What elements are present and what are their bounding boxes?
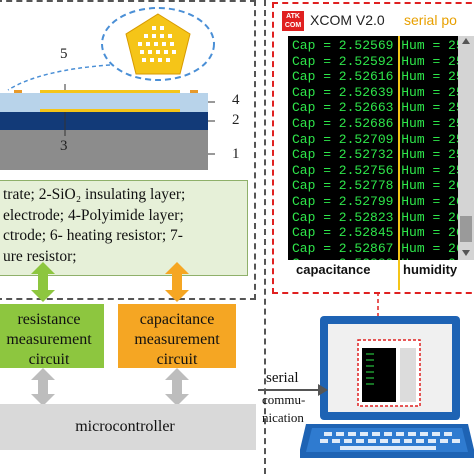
scroll-thumb[interactable]	[460, 216, 472, 242]
arrow-resistance	[31, 262, 55, 302]
microcontroller-box: microcontroller	[0, 404, 256, 450]
cap-value: Cap = 2.52845	[292, 225, 394, 241]
cap-value: Cap = 2.52867	[292, 240, 394, 256]
xcom-data-row: Cap = 2.52867 Hum = 26.1	[292, 241, 474, 257]
hum-value: Hum = 26.0	[401, 193, 474, 209]
capacitance-circuit-box: capacitance measurement circuit	[118, 304, 236, 368]
hum-value: Hum = 26.1	[401, 256, 474, 260]
resistance-line-2: measurement	[6, 331, 92, 348]
xcom-data-row: Cap = 2.52616 Hum = 25.7	[292, 69, 474, 85]
legend-line-4: ure resistor;	[3, 247, 77, 265]
xcom-data-row: Cap = 2.52732 Hum = 25.9	[292, 147, 474, 163]
scroll-down-arrow-icon[interactable]	[462, 250, 470, 256]
cap-value: Cap = 2.52709	[292, 131, 394, 147]
legend-line-2: electrode; 4-Polyimide layer;	[3, 206, 184, 224]
xcom-data-row: Cap = 2.52592 Hum = 25.7	[292, 54, 474, 70]
xcom-scrollbar[interactable]	[458, 36, 474, 260]
xcom-data-row: Cap = 2.52639 Hum = 25.7	[292, 85, 474, 101]
cap-value: Cap = 2.52639	[292, 84, 394, 100]
resistance-line-3: circuit	[28, 351, 70, 368]
layer-legend: trate; 2-SiO₂ insulating layer; electrod…	[0, 180, 248, 276]
arrow-capacitance	[165, 262, 189, 302]
xcom-logo: ATK COM	[282, 11, 304, 31]
xcom-title: XCOM V2.0	[310, 12, 385, 28]
serial-port-tab[interactable]: serial po	[404, 12, 457, 28]
cap-value: Cap = 2.52592	[292, 53, 394, 69]
communication-label-1: commu-	[262, 392, 306, 407]
cap-value: Cap = 2.52823	[292, 209, 394, 225]
serial-arrow	[258, 384, 328, 396]
scroll-up-arrow-icon[interactable]	[462, 38, 470, 44]
hum-value: Hum = 25.7	[401, 38, 474, 53]
xcom-data-row: Cap = 2.52845 Hum = 26.1	[292, 225, 474, 241]
sensor-panel	[0, 0, 256, 300]
layer-label-5: 5	[60, 46, 68, 62]
hum-value: Hum = 26.1	[401, 225, 474, 241]
hum-value: Hum = 25.8	[401, 131, 474, 147]
cap-value: Cap = 2.52889	[292, 256, 393, 260]
legend-line-1: trate; 2-SiO₂ insulating layer;	[3, 186, 186, 203]
capacitance-line-1: capacitance	[139, 311, 215, 328]
hum-value: Hum = 25.7	[401, 69, 474, 85]
xcom-data-row: Cap = 2.52686 Hum = 25.8	[292, 116, 474, 132]
resistance-line-1: resistance	[17, 311, 81, 328]
cap-hum-divider	[398, 36, 400, 290]
cap-value: Cap = 2.52616	[292, 69, 394, 85]
microcontroller-label: microcontroller	[75, 418, 175, 435]
xcom-titlebar: ATK COM XCOM V2.0 serial po	[278, 8, 474, 34]
xcom-data-row: Cap = 2.52569 Hum = 25.7	[292, 38, 474, 54]
humidity-caption: humidity	[403, 262, 458, 277]
hum-value: Hum = 25.7	[401, 53, 474, 69]
xcom-data-row: Cap = 2.52778 Hum = 26.0	[292, 178, 474, 194]
xcom-data-row: Cap = 2.52756 Hum = 25.9	[292, 163, 474, 179]
cap-value: Cap = 2.52756	[292, 162, 394, 178]
layer-label-4: 4	[232, 92, 240, 108]
legend-line-3: ctrode; 6- heating resistor; 7-	[3, 227, 183, 244]
cap-value: Cap = 2.52686	[292, 115, 394, 131]
cap-value: Cap = 2.52663	[292, 100, 394, 116]
cap-value: Cap = 2.52569	[292, 38, 394, 53]
layer-label-2: 2	[232, 112, 240, 128]
hum-value: Hum = 25.7	[401, 84, 474, 100]
xcom-data-row: Cap = 2.52799 Hum = 26.0	[292, 194, 474, 210]
hum-value: Hum = 25.9	[401, 147, 474, 163]
cap-value: Cap = 2.52799	[292, 193, 394, 209]
right-outer-frame	[264, 0, 474, 474]
xcom-data-row: Cap = 2.52709 Hum = 25.8	[292, 132, 474, 148]
xcom-data-row: Cap = 2.52889 Hum = 26.1	[292, 256, 474, 260]
hum-value: Hum = 26.0	[401, 209, 474, 225]
cap-value: Cap = 2.52732	[292, 147, 394, 163]
xcom-highlight-frame	[272, 2, 474, 294]
capacitance-line-3: circuit	[156, 351, 198, 368]
hum-value: Hum = 25.7	[401, 100, 474, 116]
capacitance-line-2: measurement	[134, 331, 220, 348]
capacitance-caption: capacitance	[296, 262, 371, 277]
layer-label-3: 3	[60, 138, 68, 154]
serial-label: serial	[266, 370, 299, 386]
xcom-data-row: Cap = 2.52663 Hum = 25.7	[292, 100, 474, 116]
sensor-top-view	[101, 7, 215, 81]
zoom-pointer	[7, 64, 111, 91]
cap-value: Cap = 2.52778	[292, 178, 394, 194]
xcom-data-row: Cap = 2.52823 Hum = 26.0	[292, 210, 474, 226]
resistance-circuit-box: resistance measurement circuit	[0, 304, 104, 368]
hum-value: Hum = 25.8	[401, 115, 474, 131]
laptop-icon	[300, 316, 474, 458]
hum-value: Hum = 26.0	[401, 178, 474, 194]
communication-label-2: nication	[262, 410, 304, 425]
arrows-to-mcu	[31, 368, 189, 406]
layer-stack	[0, 84, 215, 170]
hum-value: Hum = 26.1	[401, 240, 474, 256]
hum-value: Hum = 25.9	[401, 162, 474, 178]
layer-label-1: 1	[232, 146, 240, 162]
